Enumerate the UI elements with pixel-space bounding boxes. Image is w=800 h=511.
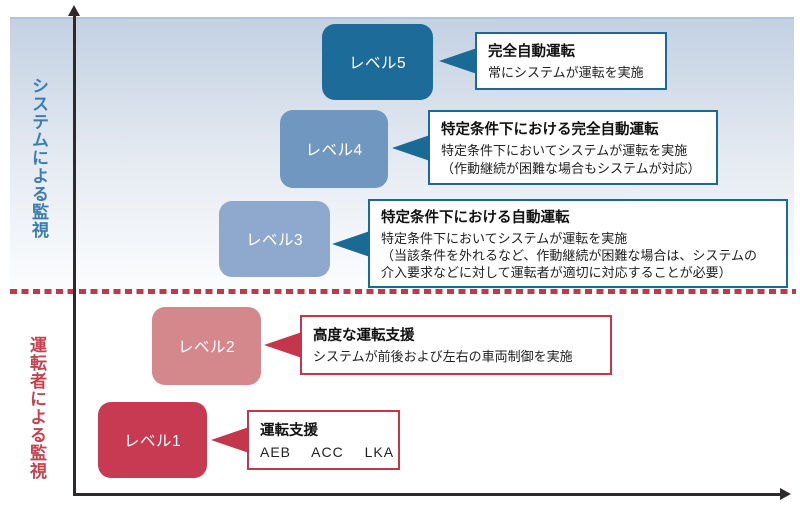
level-4-box: レベル4 — [280, 110, 388, 188]
level-1-box: レベル1 — [98, 402, 207, 478]
level-3-callout-title: 特定条件下における自動運転 — [381, 209, 570, 226]
x-axis-arrow-icon — [780, 488, 791, 500]
level-4-callout-line-1: 特定条件下においてシステムが運転を実施 — [441, 143, 688, 159]
monitoring-divider-dashed-line — [10, 289, 796, 294]
y-axis — [73, 14, 76, 496]
level-4-callout: 特定条件下における完全自動運転 特定条件下においてシステムが運転を実施 （作動継… — [392, 110, 718, 185]
level-1-callout: 運転支援 AEB ACC LKA — [211, 410, 400, 470]
callout-pointer-icon — [264, 332, 302, 358]
level-3-callout-line-2: （当該条件を外れるなど、作動継続が困難な場合は、システムの — [381, 247, 757, 263]
level-5-box: レベル5 — [322, 24, 433, 100]
callout-pointer-icon — [211, 427, 249, 453]
level-2-callout-line-1: システムが前後および左右の車両制御を実施 — [313, 349, 573, 365]
level-1-callout-line-1: AEB ACC LKA — [260, 443, 395, 460]
level-3-box: レベル3 — [219, 201, 330, 277]
level-3-callout-line-1: 特定条件下においてシステムが運転を実施 — [381, 230, 628, 246]
level-5-callout: 完全自動運転 常にシステムが運転を実施 — [439, 32, 667, 90]
x-axis — [74, 493, 782, 496]
level-5-callout-line-1: 常にシステムが運転を実施 — [488, 65, 644, 81]
callout-pointer-icon — [332, 230, 370, 257]
level-4-callout-line-2: （作動継続が困難な場合もシステムが対応） — [441, 160, 701, 176]
level-2-box: レベル2 — [152, 307, 261, 385]
level-3-callout: 特定条件下における自動運転 特定条件下においてシステムが運転を実施 （当該条件を… — [332, 199, 788, 288]
callout-pointer-icon — [439, 48, 477, 74]
callout-pointer-icon — [392, 134, 430, 161]
level-2-label: レベル2 — [177, 339, 236, 356]
level-3-label: レベル3 — [245, 232, 304, 249]
level-1-label: レベル1 — [123, 433, 182, 450]
level-5-callout-title: 完全自動運転 — [488, 44, 575, 61]
level-5-label: レベル5 — [348, 55, 407, 72]
level-3-callout-line-3: 介入要求などに対して運転者が適切に対応することが必要） — [381, 265, 732, 281]
level-4-callout-title: 特定条件下における完全自動運転 — [441, 122, 659, 139]
level-2-callout-title: 高度な運転支援 — [313, 328, 415, 345]
y-axis-arrow-icon — [68, 5, 80, 16]
driver-monitoring-label: 運転者による監視 — [27, 336, 46, 480]
level-1-callout-title: 運転支援 — [260, 422, 318, 439]
system-monitoring-label: システムによる監視 — [29, 77, 48, 239]
level-2-callout: 高度な運転支援 システムが前後および左右の車両制御を実施 — [264, 315, 612, 375]
level-4-label: レベル4 — [305, 142, 363, 159]
